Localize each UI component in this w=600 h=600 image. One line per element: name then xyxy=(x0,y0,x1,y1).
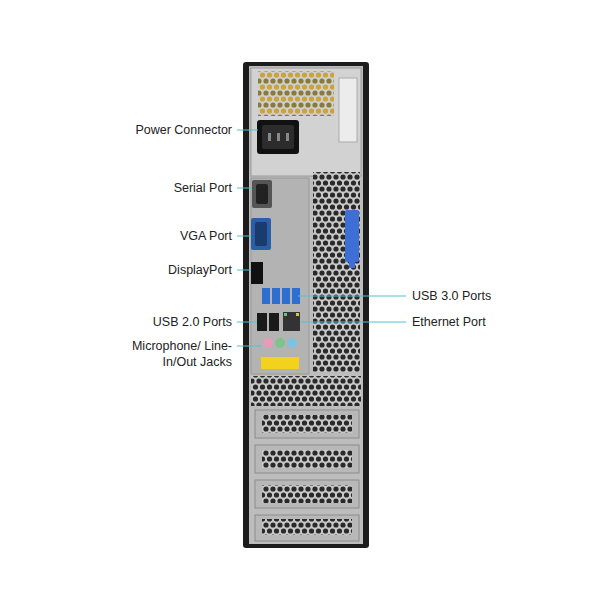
slot-cover xyxy=(255,515,359,541)
slot-vent xyxy=(262,519,352,535)
leader-line xyxy=(298,296,406,297)
psu-sticker xyxy=(339,78,357,142)
port-label: Power Connector xyxy=(135,122,232,138)
leader-line xyxy=(237,236,251,237)
line-out-jack xyxy=(275,338,285,348)
slot-vent xyxy=(262,450,352,468)
latch-tab xyxy=(349,258,355,268)
io-plate xyxy=(251,178,309,374)
psu-grille xyxy=(258,71,334,116)
slot-cover xyxy=(255,480,359,508)
slot-cover xyxy=(255,410,359,438)
slot-vent xyxy=(262,485,352,503)
vga-port xyxy=(251,218,271,250)
port-label: DisplayPort xyxy=(168,262,232,278)
leader-line xyxy=(237,188,252,189)
usb2-port xyxy=(257,313,267,331)
power-supply xyxy=(251,68,361,176)
lower-vent xyxy=(251,376,361,406)
slot-vent xyxy=(262,415,352,433)
pin xyxy=(286,133,289,141)
leader-line xyxy=(301,322,406,323)
blue-latch xyxy=(345,210,359,262)
usb3-port xyxy=(282,288,290,304)
vga-socket xyxy=(255,222,267,246)
chassis xyxy=(243,62,369,548)
pin xyxy=(277,133,280,141)
leader-line xyxy=(237,346,262,347)
leader-line xyxy=(237,270,251,271)
port-label: USB 3.0 Ports xyxy=(412,288,491,304)
ethernet-port xyxy=(283,312,300,331)
usb2-port xyxy=(269,313,279,331)
leader-line xyxy=(237,130,258,131)
displayport xyxy=(251,262,263,284)
pin xyxy=(268,133,271,141)
serial-port xyxy=(252,180,272,208)
port-label: VGA Port xyxy=(180,228,232,244)
sticker xyxy=(261,357,299,369)
side-vent xyxy=(313,172,360,372)
port-label: USB 2.0 Ports xyxy=(153,314,232,330)
leader-line xyxy=(237,322,257,323)
usb3-port xyxy=(262,288,270,304)
usb3-port xyxy=(272,288,280,304)
line-in-jack xyxy=(287,338,297,348)
power-connector xyxy=(257,120,299,154)
serial-socket xyxy=(256,184,268,204)
port-label: Serial Port xyxy=(174,180,232,196)
led xyxy=(284,313,287,316)
led xyxy=(296,313,299,316)
port-label: Ethernet Port xyxy=(412,314,486,330)
port-label: Microphone/ Line-In/Out Jacks xyxy=(120,338,232,370)
slot-cover xyxy=(255,445,359,473)
mic-jack xyxy=(263,338,273,348)
power-socket xyxy=(262,125,294,149)
rear-panel xyxy=(249,66,363,544)
